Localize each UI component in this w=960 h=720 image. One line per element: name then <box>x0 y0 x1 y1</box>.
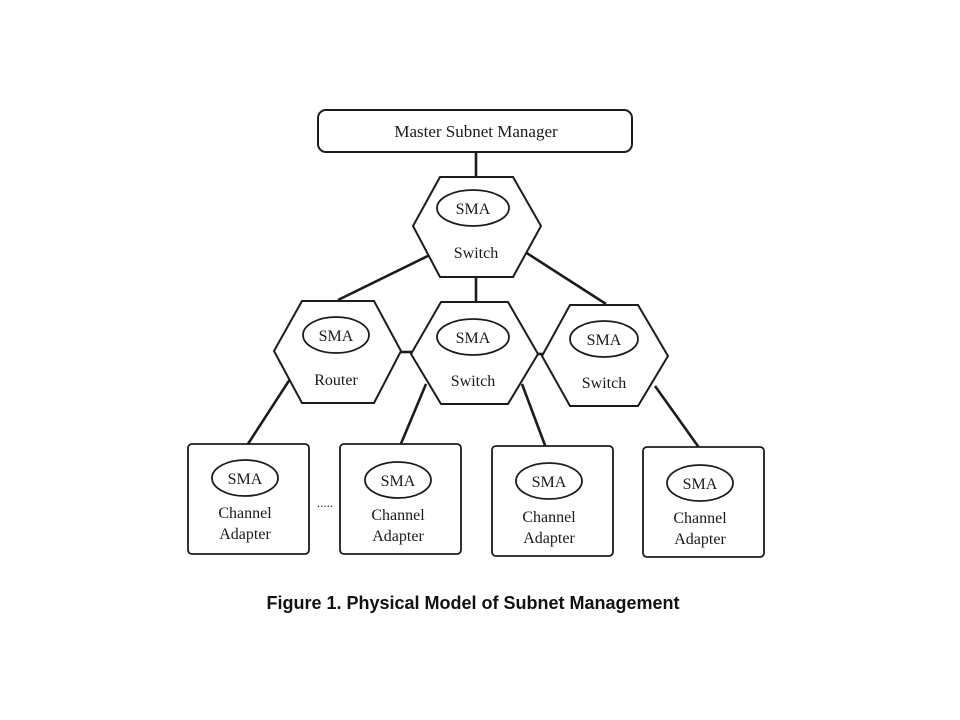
top-switch-sma-ellipse <box>436 189 510 227</box>
right-switch-sma-ellipse <box>569 320 639 358</box>
top-switch-label: Switch <box>454 245 498 262</box>
adapter-3-label-line2: Adapter <box>523 530 575 547</box>
adapter-2-label-line2: Adapter <box>372 528 424 545</box>
adapter-1-sma-ellipse <box>211 459 279 497</box>
edge-top-switch-router <box>337 248 441 302</box>
router-node: SMA Router <box>272 300 403 404</box>
adapter-4-sma-label: SMA <box>683 476 718 493</box>
edge-right-switch-adapter-4 <box>653 385 702 450</box>
edge-top-switch-right-switch <box>521 248 607 306</box>
adapter-2-sma-label: SMA <box>381 473 416 490</box>
adapter-3-sma-label: SMA <box>532 474 567 491</box>
edge-mid-switch-adapter-3 <box>520 383 548 449</box>
figure-caption: Figure 1. Physical Model of Subnet Manag… <box>266 593 679 613</box>
router-sma-ellipse <box>302 316 370 354</box>
adapter-4-sma-ellipse <box>666 464 734 502</box>
top-switch-sma-label: SMA <box>456 201 491 218</box>
adapter-2-label-line1: Channel <box>371 507 425 524</box>
top-switch-node: SMA Switch <box>411 176 543 278</box>
channel-adapter-3: SMA Channel Adapter <box>491 445 614 557</box>
right-switch-node: SMA Switch <box>540 304 670 407</box>
channel-adapter-2: SMA Channel Adapter <box>339 443 462 555</box>
mid-switch-node: SMA Switch <box>409 301 540 405</box>
mid-switch-label: Switch <box>451 373 495 390</box>
adapter-1-sma-label: SMA <box>228 471 263 488</box>
router-label: Router <box>314 372 358 389</box>
mid-switch-sma-label: SMA <box>456 330 491 347</box>
right-switch-label: Switch <box>582 375 626 392</box>
adapter-3-label-line1: Channel <box>522 509 576 526</box>
adapter-3-sma-ellipse <box>515 462 583 500</box>
adapter-ellipsis: ..... <box>317 495 333 510</box>
right-switch-sma-label: SMA <box>587 332 622 349</box>
adapter-2-sma-ellipse <box>364 461 432 499</box>
adapter-1-label-line1: Channel <box>218 505 272 522</box>
edge-mid-switch-adapter-2 <box>398 383 428 447</box>
adapter-4-label-line1: Channel <box>673 510 727 527</box>
mid-switch-sma-ellipse <box>436 318 510 356</box>
channel-adapter-1: SMA Channel Adapter <box>187 443 310 555</box>
router-sma-label: SMA <box>319 328 354 345</box>
channel-adapter-4: SMA Channel Adapter <box>642 446 765 558</box>
master-subnet-manager-label: Master Subnet Manager <box>394 122 558 141</box>
edge-router-adapter-1 <box>244 375 294 448</box>
adapter-1-label-line2: Adapter <box>219 526 271 543</box>
master-subnet-manager-box: Master Subnet Manager <box>317 109 633 153</box>
adapter-4-label-line2: Adapter <box>674 531 726 548</box>
